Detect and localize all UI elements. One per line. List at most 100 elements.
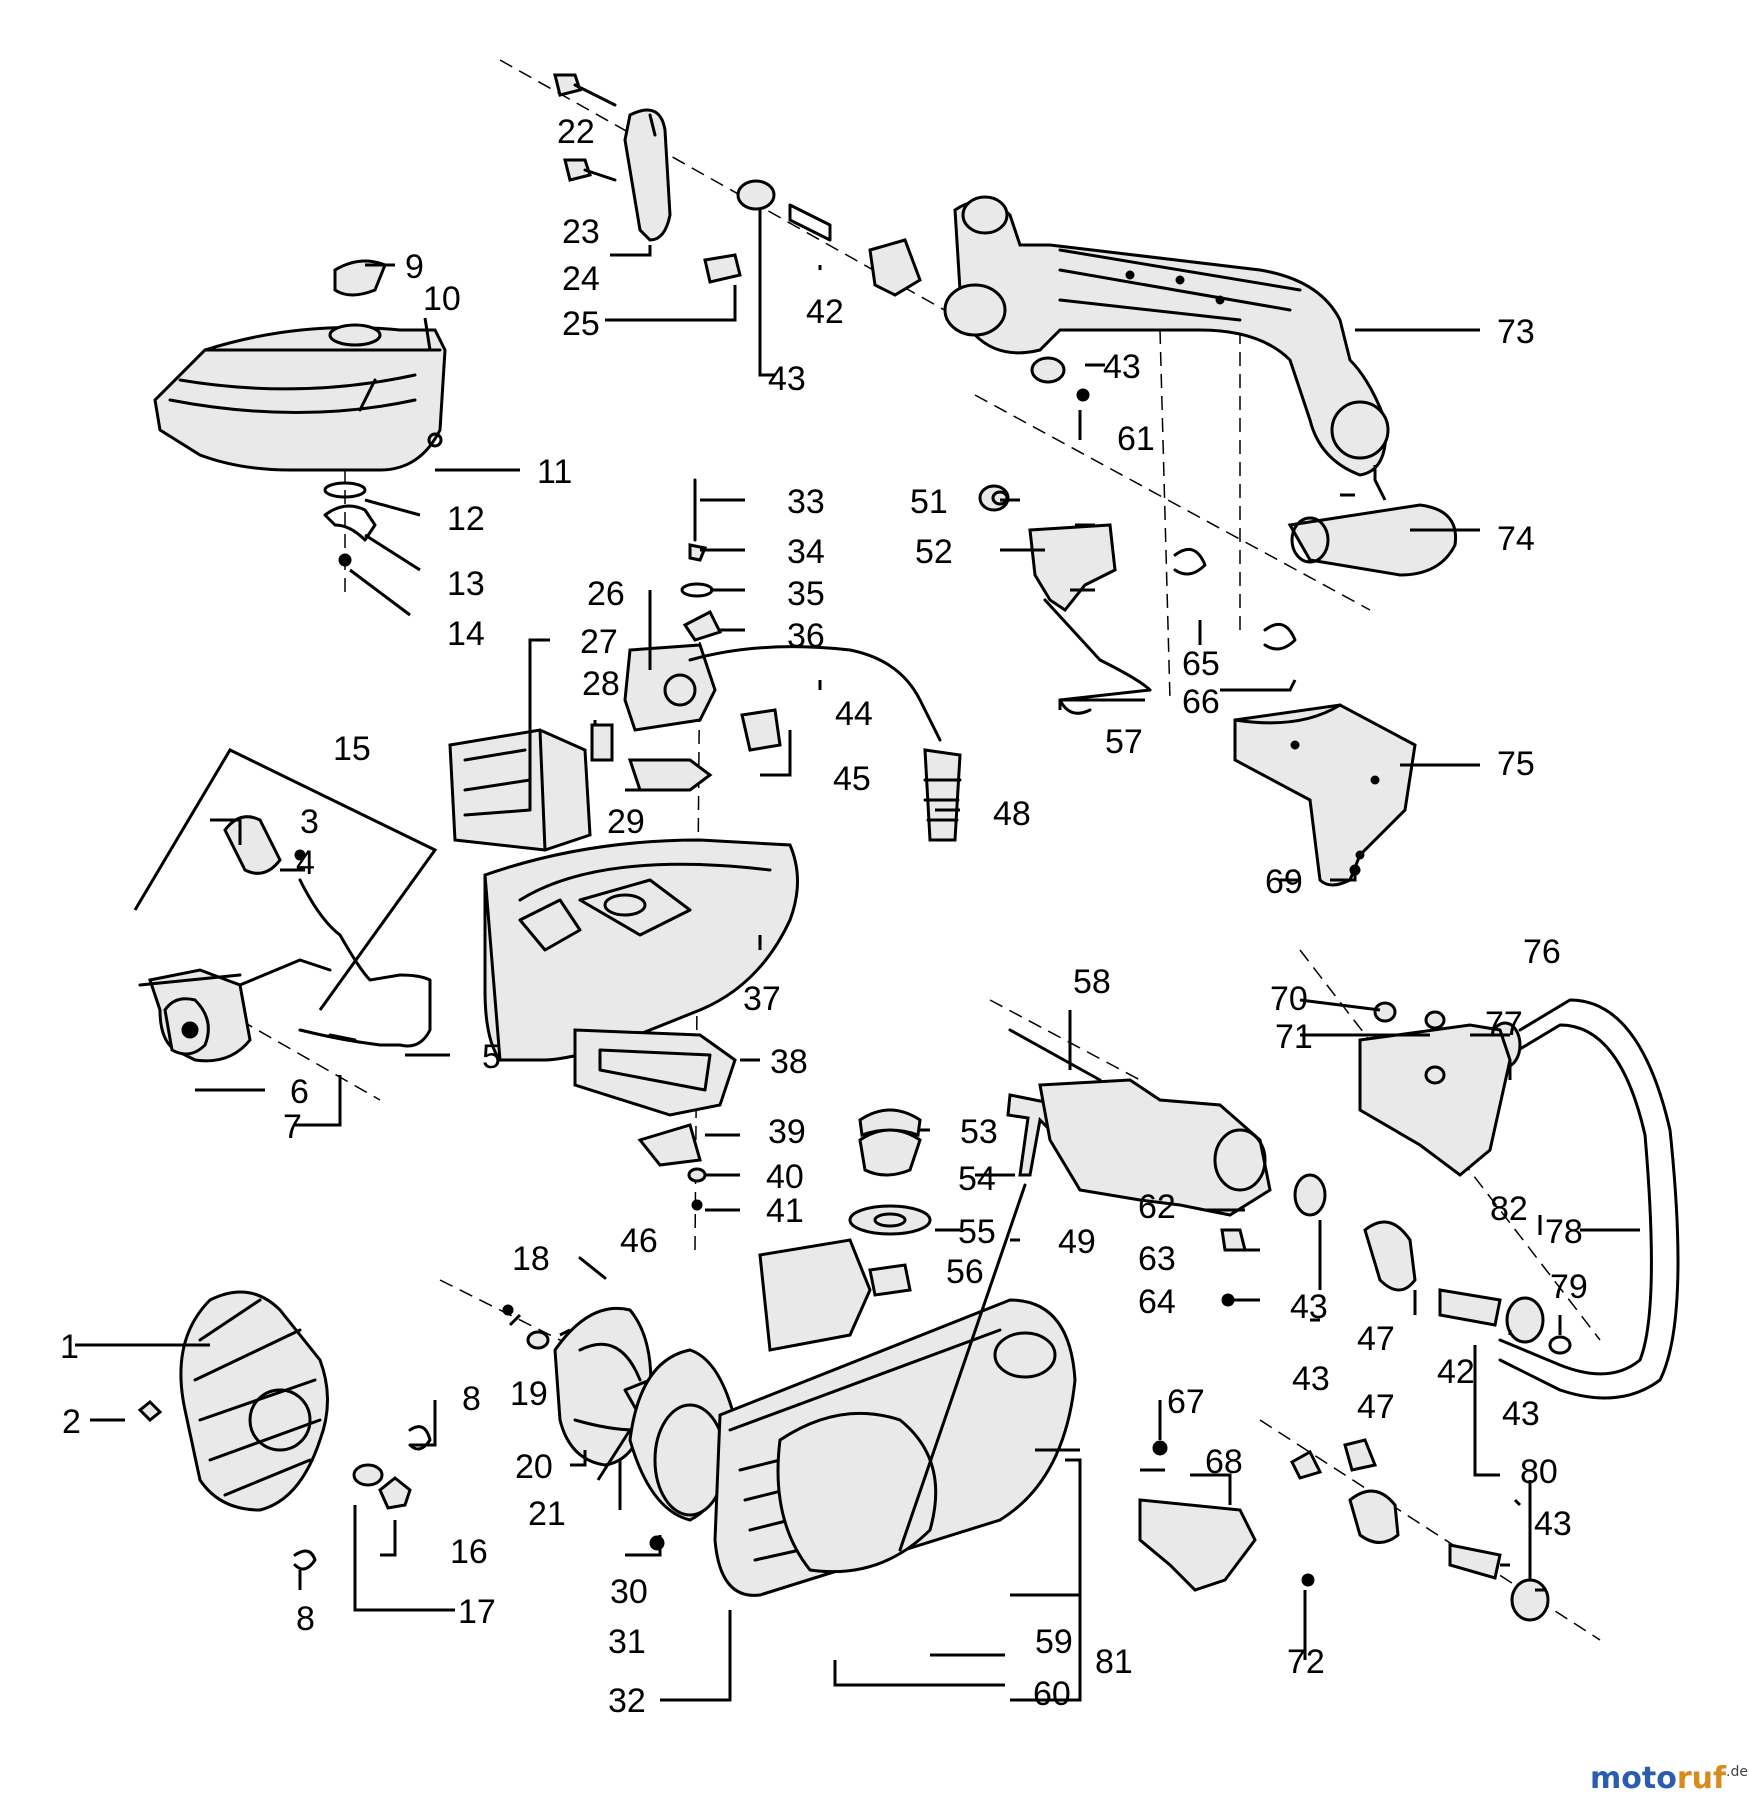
part-label-74: 74 xyxy=(1497,520,1535,558)
part-label-62: 62 xyxy=(1138,1188,1176,1226)
part-label-68: 68 xyxy=(1205,1443,1243,1481)
part-label-24: 24 xyxy=(562,260,600,298)
part-label-30: 30 xyxy=(610,1573,648,1611)
part-label-31: 31 xyxy=(608,1623,646,1661)
part-label-46: 46 xyxy=(620,1222,658,1260)
part-label-44: 44 xyxy=(835,695,873,733)
part-label-22: 22 xyxy=(557,113,595,151)
fuel-tank-cover xyxy=(153,259,447,567)
top-bracket xyxy=(553,73,742,284)
part-label-18: 18 xyxy=(512,1240,550,1278)
part-label-2: 2 xyxy=(62,1403,81,1441)
part-label-6: 6 xyxy=(290,1073,309,1111)
part-label-64: 64 xyxy=(1138,1283,1176,1321)
carburetor-and-housing xyxy=(448,478,962,1211)
part-label-27: 27 xyxy=(580,623,618,661)
part-label-81: 81 xyxy=(1095,1643,1133,1681)
part-label-40: 40 xyxy=(766,1158,804,1196)
part-label-41: 41 xyxy=(766,1192,804,1230)
part-label-78: 78 xyxy=(1545,1213,1583,1251)
part-label-77: 77 xyxy=(1485,1005,1523,1043)
part-label-16: 16 xyxy=(450,1533,488,1571)
part-label-43e: 43 xyxy=(1292,1360,1330,1398)
part-label-9: 9 xyxy=(405,248,424,286)
part-label-67: 67 xyxy=(1167,1383,1205,1421)
part-label-53: 53 xyxy=(960,1113,998,1151)
part-label-19: 19 xyxy=(510,1375,548,1413)
part-label-70: 70 xyxy=(1270,980,1308,1018)
part-label-59: 59 xyxy=(1035,1623,1073,1661)
part-label-58: 58 xyxy=(1073,963,1111,1001)
watermark-part-a: moto xyxy=(1590,1761,1677,1796)
part-label-14: 14 xyxy=(447,615,485,653)
part-label-36: 36 xyxy=(787,617,825,655)
part-label-49: 49 xyxy=(1058,1223,1096,1261)
part-label-76: 76 xyxy=(1523,933,1561,971)
part-label-66: 66 xyxy=(1182,683,1220,721)
part-label-7: 7 xyxy=(283,1108,302,1146)
part-label-5: 5 xyxy=(482,1038,501,1076)
part-label-48: 48 xyxy=(993,795,1031,833)
part-label-32: 32 xyxy=(608,1682,646,1720)
part-label-8a: 8 xyxy=(462,1380,481,1418)
part-number-labels: 1 2 3 4 5 6 7 8 8 9 10 11 12 13 14 15 16… xyxy=(60,113,1588,1720)
flywheel xyxy=(137,1290,432,1571)
part-label-43f: 43 xyxy=(1534,1505,1572,1543)
part-label-12: 12 xyxy=(447,500,485,538)
part-label-47a: 47 xyxy=(1357,1320,1395,1358)
part-label-21: 21 xyxy=(528,1495,566,1533)
part-label-57: 57 xyxy=(1105,723,1143,761)
part-label-54: 54 xyxy=(958,1160,996,1198)
throttle-assembly xyxy=(991,490,1297,715)
watermark-logo: motoruf.de xyxy=(1590,1761,1748,1796)
part-label-1: 1 xyxy=(60,1328,79,1366)
part-label-28: 28 xyxy=(582,665,620,703)
part-label-43c: 43 xyxy=(1290,1288,1328,1326)
part-label-10: 10 xyxy=(423,280,461,318)
part-label-4: 4 xyxy=(296,844,315,882)
part-label-42b: 42 xyxy=(1437,1353,1475,1391)
part-label-73: 73 xyxy=(1497,313,1535,351)
watermark: motoruf.de xyxy=(1590,1761,1748,1796)
watermark-part-b: ruf xyxy=(1677,1761,1727,1796)
part-label-3: 3 xyxy=(300,803,319,841)
part-label-35: 35 xyxy=(787,575,825,613)
part-label-69: 69 xyxy=(1265,863,1303,901)
part-label-61: 61 xyxy=(1117,420,1155,458)
front-handle xyxy=(1008,998,1680,1400)
leader-lines xyxy=(75,210,1640,1702)
part-label-56: 56 xyxy=(946,1253,984,1291)
part-label-72: 72 xyxy=(1287,1643,1325,1681)
part-label-23: 23 xyxy=(562,213,600,251)
part-label-17: 17 xyxy=(458,1593,496,1631)
part-label-37: 37 xyxy=(743,980,781,1018)
part-label-52: 52 xyxy=(915,533,953,571)
part-label-13: 13 xyxy=(447,565,485,603)
part-label-42a: 42 xyxy=(806,293,844,331)
part-label-43b: 43 xyxy=(1103,348,1141,386)
part-label-71: 71 xyxy=(1275,1018,1313,1056)
part-label-43a: 43 xyxy=(768,360,806,398)
part-label-25: 25 xyxy=(562,305,600,343)
part-label-45: 45 xyxy=(833,760,871,798)
part-label-55: 55 xyxy=(958,1213,996,1251)
part-label-80: 80 xyxy=(1520,1453,1558,1491)
part-label-51: 51 xyxy=(910,483,948,521)
part-label-15: 15 xyxy=(333,730,371,768)
part-label-20: 20 xyxy=(515,1448,553,1486)
part-label-63: 63 xyxy=(1138,1240,1176,1278)
part-label-29: 29 xyxy=(607,803,645,841)
ignition-module xyxy=(133,748,438,1063)
part-label-34: 34 xyxy=(787,533,825,571)
part-label-39: 39 xyxy=(768,1113,806,1151)
part-label-26: 26 xyxy=(587,575,625,613)
part-label-8b: 8 xyxy=(296,1600,315,1638)
part-label-33: 33 xyxy=(787,483,825,521)
watermark-suffix: .de xyxy=(1726,1764,1748,1780)
part-label-60: 60 xyxy=(1033,1675,1071,1713)
part-label-75: 75 xyxy=(1497,745,1535,783)
part-label-38: 38 xyxy=(770,1043,808,1081)
part-label-11: 11 xyxy=(537,453,572,491)
part-label-43d: 43 xyxy=(1502,1395,1540,1433)
